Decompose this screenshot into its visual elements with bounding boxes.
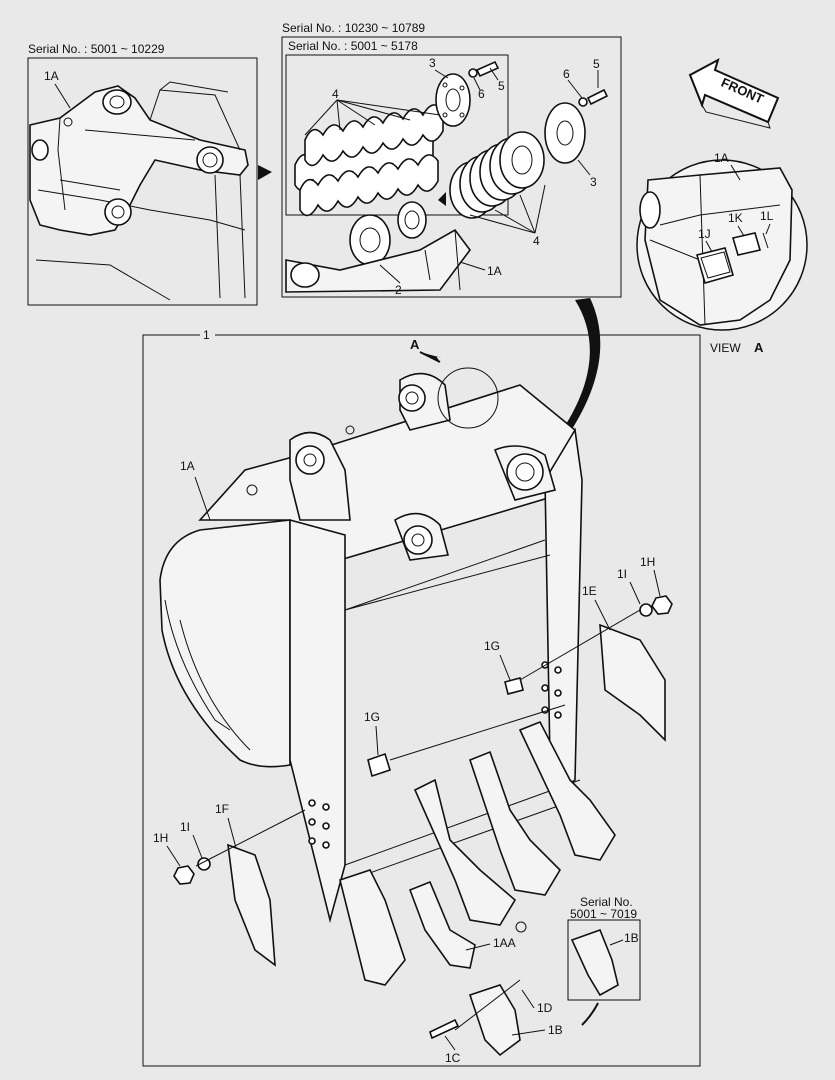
top-left-panel: Serial No. : 5001 ~ 10229 1A	[27, 42, 272, 306]
label-main-1H-left: 1H	[153, 831, 168, 845]
view-label: VIEW	[710, 341, 741, 355]
label-va-1A: 1A	[714, 151, 729, 165]
bushing-2	[349, 214, 391, 266]
inner-serial-box	[285, 54, 509, 216]
main-labels: A 1A 1H 1I 1E 1G 1G 1F 1I 1H 1AA 1D 1B 1…	[153, 337, 661, 1065]
inset-tooth-1B	[570, 928, 619, 997]
label-main-1B: 1B	[548, 1023, 563, 1037]
main-bucket-drawing: Serial No. 5001 ~ 7019 1B	[159, 367, 673, 1057]
label-main-1E: 1E	[582, 584, 597, 598]
plate-3-lower	[544, 102, 586, 164]
label-va-1J: 1J	[698, 227, 711, 241]
side-cutter-1F	[227, 843, 276, 967]
label-main-1I-right: 1I	[617, 567, 627, 581]
label-main-1A: 1A	[180, 459, 195, 473]
label-va-1L: 1L	[760, 209, 774, 223]
label-tm-1A: 1A	[487, 264, 502, 278]
view-a-detail: 1A 1J 1K 1L	[636, 151, 808, 331]
arrow-right-icon	[258, 165, 272, 180]
label-va-1K: 1K	[728, 211, 743, 225]
label-tm-4-lower: 4	[533, 234, 540, 248]
label-inset-1B: 1B	[624, 931, 639, 945]
main-assembly-frame: 1	[142, 328, 701, 1067]
top-middle-serial-label: Serial No. : 10230 ~ 10789	[282, 21, 425, 35]
side-cutter-1E	[599, 623, 666, 742]
view-arrow-letter: A	[410, 337, 420, 352]
top-middle-panel: Serial No. : 10230 ~ 10789 Serial No. : …	[281, 21, 622, 298]
label-tm-6-lower: 6	[563, 67, 570, 81]
label-tm-5-upper: 5	[498, 79, 505, 93]
top-left-serial-label: Serial No. : 5001 ~ 10229	[28, 42, 165, 56]
curved-pointer-arrow	[548, 298, 601, 452]
label-main-1I-left: 1I	[180, 820, 190, 834]
plate-3-upper	[435, 73, 471, 127]
label-main-1G-left: 1G	[364, 710, 380, 724]
label-assembly-1: 1	[203, 328, 210, 342]
label-main-1G-right: 1G	[484, 639, 500, 653]
label-main-1C: 1C	[445, 1051, 461, 1065]
label-tm-2: 2	[395, 283, 402, 297]
label-top-left-1A: 1A	[44, 69, 59, 83]
front-arrow: FRONT	[688, 57, 780, 129]
label-main-1H-right: 1H	[640, 555, 655, 569]
plate-1K	[731, 232, 762, 256]
label-tm-6-upper: 6	[478, 87, 485, 101]
view-letter: A	[754, 340, 764, 355]
label-main-1F: 1F	[215, 802, 229, 816]
label-main-1D: 1D	[537, 1001, 553, 1015]
label-tm-5-lower: 5	[593, 57, 600, 71]
inset-serial-line2: 5001 ~ 7019	[570, 907, 637, 921]
inner-serial-label: Serial No. : 5001 ~ 5178	[288, 39, 418, 53]
inset-serial-line1: Serial No.	[580, 895, 633, 909]
teeth-row	[339, 720, 616, 1057]
shim-stack-right	[449, 131, 545, 219]
label-tm-3-lower: 3	[590, 175, 597, 189]
label-tm-4-upper: 4	[332, 87, 339, 101]
label-tm-3-upper: 3	[429, 56, 436, 70]
arrow-left-small-icon	[438, 192, 446, 206]
top-left-bucket-drawing	[29, 81, 249, 301]
label-main-1AA: 1AA	[493, 936, 516, 950]
